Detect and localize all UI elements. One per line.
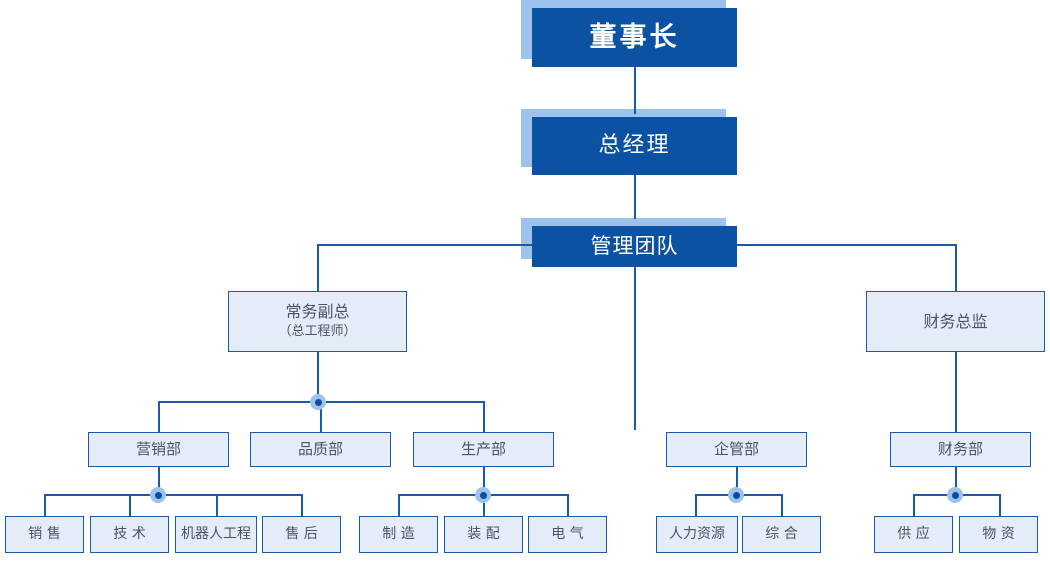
node-leaf-technology-label: 技 术 [113, 525, 146, 542]
junction-dot-production [475, 487, 491, 503]
node-chairman[interactable]: 董事长 [521, 0, 737, 67]
node-dept-quality-label: 品质部 [297, 440, 343, 459]
node-leaf-assembly-label: 装 配 [467, 525, 500, 542]
node-chairman-label: 董事长 [589, 21, 680, 53]
node-management-team-label: 管理团队 [590, 234, 679, 259]
connector-marketing-to-aftersales [301, 494, 303, 516]
node-dept-finance[interactable]: 财务部 [890, 432, 1031, 467]
connector-findirector-to-financedept [955, 352, 957, 432]
connector-team-to-findirector [955, 244, 957, 291]
connector-enterprise-stub [736, 467, 738, 495]
connector-team-stub [634, 267, 636, 430]
connector-financedept-to-materials [999, 494, 1001, 516]
connector-execvp-stub [317, 352, 319, 402]
node-finance-director[interactable]: 财务总监 [866, 291, 1045, 352]
junction-dot-enterprise [728, 487, 744, 503]
node-dept-quality[interactable]: 品质部 [250, 432, 391, 467]
junction-dot-execvp [310, 394, 326, 410]
node-exec-vp[interactable]: 常务副总 （总工程师） [228, 291, 407, 352]
connector-marketing-stub [158, 467, 160, 495]
connector-marketing-bus [44, 494, 303, 496]
node-leaf-manufacturing-label: 制 造 [382, 525, 415, 542]
connector-production-to-electrical [567, 494, 569, 516]
node-leaf-human-resources[interactable]: 人力资源 [656, 516, 738, 553]
connector-chairman-to-gm [634, 67, 636, 114]
node-dept-production[interactable]: 生产部 [413, 432, 554, 467]
connector-team-to-execvp [317, 244, 319, 291]
node-finance-director-label: 财务总监 [923, 311, 988, 331]
connector-marketing-to-tech [129, 494, 131, 516]
connector-enterprise-to-hr [695, 494, 697, 516]
connector-execvp-to-marketing [158, 401, 160, 432]
connector-production-to-manufacturing [398, 494, 400, 516]
node-exec-vp-label: 常务副总 [285, 302, 350, 322]
node-management-team[interactable]: 管理团队 [521, 218, 737, 267]
node-leaf-supply[interactable]: 供 应 [874, 516, 953, 553]
connector-marketing-to-robotics [216, 494, 218, 516]
connector-production-stub [483, 467, 485, 495]
node-leaf-after-sales[interactable]: 售 后 [262, 516, 341, 553]
node-leaf-electrical[interactable]: 电 气 [528, 516, 607, 553]
node-leaf-after-sales-label: 售 后 [285, 525, 318, 542]
connector-marketing-to-sales [44, 494, 46, 516]
node-general-manager[interactable]: 总经理 [521, 109, 737, 175]
node-dept-production-label: 生产部 [460, 440, 506, 459]
node-leaf-sales[interactable]: 销 售 [5, 516, 84, 553]
node-leaf-materials-label: 物 资 [982, 525, 1015, 542]
connector-execvp-to-quality [320, 401, 322, 432]
junction-dot-financedept [947, 487, 963, 503]
node-dept-marketing-label: 营销部 [135, 440, 181, 459]
node-dept-enterprise-mgmt-label: 企管部 [713, 440, 759, 459]
connector-financedept-stub [955, 467, 957, 495]
node-leaf-assembly[interactable]: 装 配 [444, 516, 523, 553]
node-leaf-human-resources-label: 人力资源 [669, 525, 725, 542]
connector-execvp-to-production [483, 401, 485, 432]
junction-dot-marketing [150, 487, 166, 503]
node-leaf-sales-label: 销 售 [28, 525, 61, 542]
connector-financedept-to-supply [913, 494, 915, 516]
node-dept-finance-label: 财务部 [937, 440, 983, 459]
node-leaf-supply-label: 供 应 [897, 525, 930, 542]
node-leaf-general-affairs[interactable]: 综 合 [742, 516, 821, 553]
node-leaf-electrical-label: 电 气 [551, 525, 584, 542]
connector-gm-to-team [634, 175, 636, 219]
node-general-manager-label: 总经理 [598, 133, 671, 159]
connector-enterprise-to-general [781, 494, 783, 516]
node-leaf-materials[interactable]: 物 资 [959, 516, 1038, 553]
node-leaf-robotics-engineering[interactable]: 机器人工程 [175, 516, 257, 553]
node-exec-vp-sublabel: （总工程师） [278, 324, 357, 340]
node-leaf-manufacturing[interactable]: 制 造 [359, 516, 438, 553]
node-leaf-general-affairs-label: 综 合 [765, 525, 798, 542]
node-dept-marketing[interactable]: 营销部 [88, 432, 229, 467]
node-leaf-technology[interactable]: 技 术 [90, 516, 169, 553]
node-dept-enterprise-mgmt[interactable]: 企管部 [666, 432, 807, 467]
node-leaf-robotics-engineering-label: 机器人工程 [181, 525, 251, 542]
connector-production-to-assembly [483, 494, 485, 516]
